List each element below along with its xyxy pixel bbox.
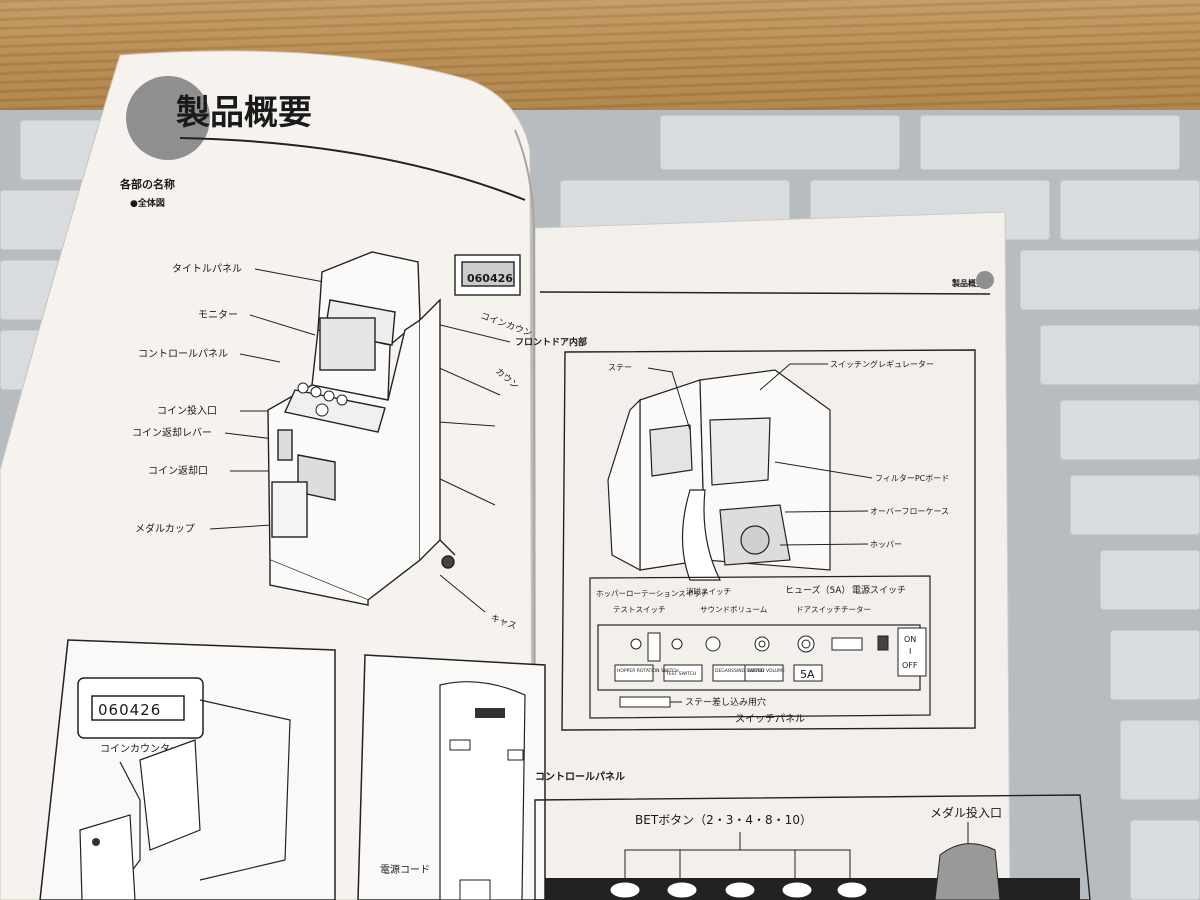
label-test-switch: テストスイッチ — [613, 605, 666, 614]
section-heading: 各部の名称 — [119, 177, 175, 191]
header-tab-label: 製品概要 — [951, 278, 984, 288]
plate-sound-volume: SOUND VOLUME — [748, 668, 785, 674]
medal-slot-drawing — [934, 843, 1001, 900]
power-on-label: ON — [904, 635, 916, 644]
label-stay-hole: ステー差し込み用穴 — [685, 696, 766, 708]
control-panel-box — [534, 794, 1091, 900]
label-hopper: ホッパー — [870, 540, 902, 549]
power-i-label: I — [909, 647, 911, 656]
callout-coin-return: コイン返却口 — [148, 465, 208, 477]
coin-counter-display-large: 060426 — [98, 701, 161, 719]
page-title-block: 製品概要 — [126, 76, 526, 201]
label-hopper-rotation-switch: ホッパーローテーションスイッチ — [596, 589, 708, 598]
plate-test-switch: TEST SWITCH — [665, 671, 696, 677]
callout-front-door-interior: フロントドア内部 — [515, 336, 587, 348]
callout-coin-return-lever: コイン返却レバー — [132, 427, 212, 439]
coin-counter-caption: コインカウンター — [100, 743, 180, 755]
label-stay: ステー — [608, 363, 632, 372]
power-off-label: OFF — [902, 661, 918, 670]
label-degauss-switch: 消磁スイッチ — [686, 586, 731, 596]
inset-power-cord: 電源コード — [357, 654, 546, 900]
plate-fuse-5a: 5A — [800, 668, 815, 681]
medal-slot-label: メダル投入口 — [930, 805, 1002, 820]
header-tab-ornament — [976, 271, 994, 289]
label-sound-volume: サウンドボリューム — [700, 605, 767, 614]
coin-counter-display-small: 060426 — [467, 272, 513, 285]
label-switching-regulator: スイッチングレギュレーター — [830, 359, 934, 369]
plate-hopper-rotation: HOPPER ROTATION SWITCH — [617, 668, 679, 674]
left-callouts: タイトルパネル モニター コントロールパネル コイン投入口 コイン返却レバー コ… — [132, 263, 242, 535]
front-door-interior-panel: ステー スイッチングレギュレーター フィルターPCボード オーバーフローケース … — [561, 349, 976, 731]
label-overflow-case: オーバーフローケース — [870, 507, 949, 516]
control-panel-heading: コントロールパネル — [535, 771, 625, 783]
page-title: 製品概要 — [176, 93, 312, 133]
label-door-switch-cheater: ドアスイッチチーター — [796, 605, 871, 614]
control-panel-buttons — [297, 382, 348, 417]
label-fuse: ヒューズ（5A） — [785, 584, 850, 596]
label-filter-pc-board: フィルターPCボード — [875, 474, 949, 483]
callout-coin-slot: コイン投入口 — [157, 404, 217, 417]
plate-degaussing: DEGAUSSING SWITCH — [715, 668, 764, 674]
label-power-switch: 電源スイッチ — [852, 585, 906, 596]
callout-title-panel: タイトルパネル — [172, 263, 242, 275]
inset-coin-counter: 060426 コインカウンター — [39, 639, 336, 900]
callout-control-panel: コントロールパネル — [138, 348, 228, 360]
callout-medal-cup: メダルカップ — [135, 522, 195, 535]
callout-monitor: モニター — [198, 309, 238, 321]
power-cord-label: 電源コード — [380, 863, 430, 876]
subsection-heading: ●全体図 — [130, 197, 165, 209]
bet-button-label: BETボタン（2・3・4・8・10） — [635, 813, 812, 827]
bet-buttons — [609, 881, 868, 899]
switch-panel-title: スイッチパネル — [735, 713, 805, 725]
